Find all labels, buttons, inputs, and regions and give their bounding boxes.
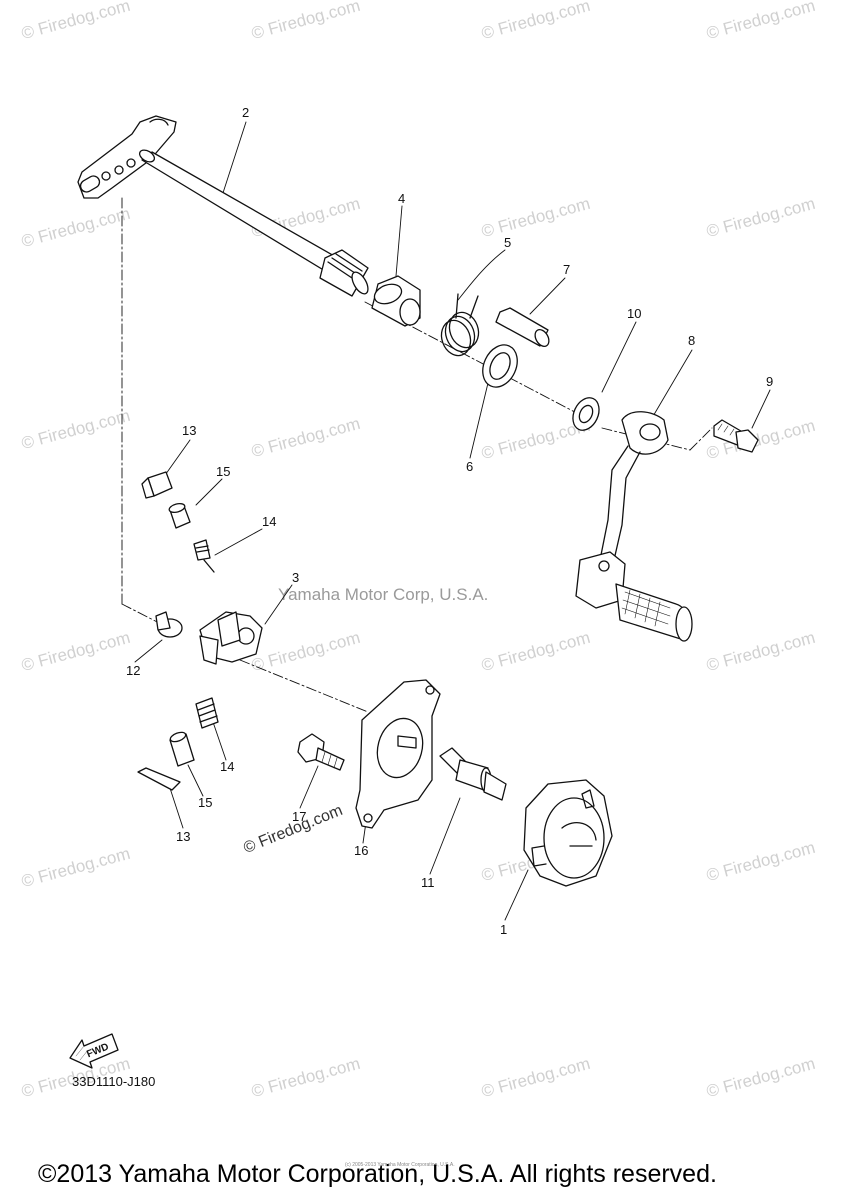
roller-bottom: [169, 731, 195, 767]
spring-top: [193, 539, 215, 573]
callout-6: 6: [466, 459, 473, 474]
center-watermark: Yamaha Motor Corp, U.S.A.: [278, 585, 489, 604]
drawing-code: 33D1110-J180: [72, 1074, 156, 1089]
spring-bottom: [195, 697, 219, 729]
callout-17: 17: [292, 809, 306, 824]
callout-5: 5: [504, 235, 511, 250]
return-spring: [440, 293, 480, 357]
pedal-bolt: [713, 419, 759, 453]
callout-3: 3: [292, 570, 299, 585]
drum-segment: [523, 779, 613, 887]
shift-arm: [199, 611, 263, 665]
callout-12: 12: [126, 663, 140, 678]
roller-top: [168, 502, 191, 529]
arm-bolt: [155, 611, 183, 638]
callout-8: 8: [688, 333, 695, 348]
leader-lines: [134, 121, 771, 921]
callout-11: 11: [421, 875, 435, 890]
washer: [482, 344, 518, 388]
callout-10: 10: [627, 306, 641, 321]
cover-plate: [355, 679, 441, 829]
callout-16: 16: [354, 843, 368, 858]
callout-2: 2: [242, 105, 249, 120]
shift-shaft: [77, 115, 369, 297]
callout-13-bottom: 13: [176, 829, 190, 844]
callout-9: 9: [766, 374, 773, 389]
callout-7: 7: [563, 262, 570, 277]
callout-14-top: 14: [262, 514, 276, 529]
fwd-arrow: [69, 1033, 119, 1069]
callout-15-top: 15: [216, 464, 230, 479]
collar-pin: [495, 307, 550, 348]
callout-labels: 2 4 5 7 10 8 9 6 13 15 14 3 12 14 15 13 …: [126, 105, 773, 937]
callout-14-bottom: 14: [220, 759, 234, 774]
fine-print: (c) 2005-2013 Yamaha Motor Corporation, …: [345, 1162, 455, 1168]
cover-bolt: [297, 733, 345, 771]
callout-15-bottom: 15: [198, 795, 212, 810]
stopper-bottom: [137, 767, 181, 791]
bushing: [371, 275, 421, 327]
callout-4: 4: [398, 191, 405, 206]
shift-pedal: [575, 411, 693, 642]
callout-13-top: 13: [182, 423, 196, 438]
copyright-notice: ©2013 Yamaha Motor Corporation, U.S.A. A…: [38, 1160, 717, 1188]
guide-shaft: [439, 747, 507, 801]
oil-seal: [572, 397, 600, 431]
stopper-top: [141, 471, 173, 499]
callout-1: 1: [500, 922, 507, 937]
